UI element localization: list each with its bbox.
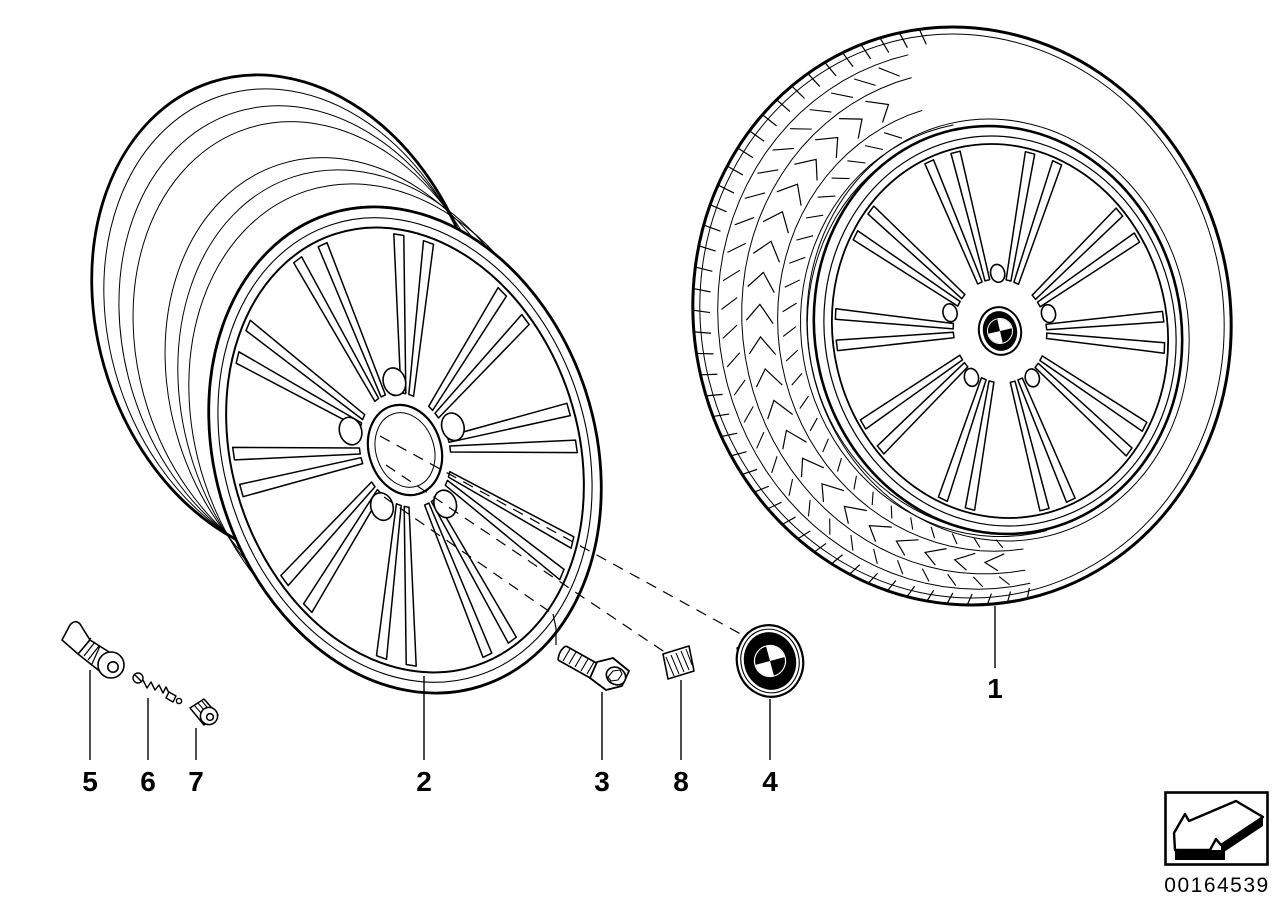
callout-4: 4 [762,766,778,797]
callout-7: 7 [188,766,204,797]
callout-6: 6 [140,766,156,797]
assembly-axis-lines [379,435,749,658]
stamp-box [1164,791,1269,866]
balance-weight-drawing [662,645,695,680]
hub-cap-drawing [735,624,805,698]
corner-arrow-icon [1172,799,1265,860]
valve-cap-drawing [189,698,219,726]
axis-line-to-hub-cap [379,435,749,639]
bolt-axis-elbow [552,613,557,645]
stamp-number: 00164539 [1164,874,1270,897]
callout-8: 8 [673,766,689,797]
callout-2: 2 [416,766,432,797]
wheel-bolt-drawing [557,645,630,691]
callout-1: 1 [987,673,1003,704]
alloy-rim-drawing [90,73,603,695]
wheel-with-tire-drawing [691,25,1233,607]
callout-leader-lines [89,606,996,760]
axis-line-to-balance-weight [385,464,673,658]
valve-insert-drawing [132,672,183,705]
tire-valve-drawing [61,620,125,679]
bmw-roundel-icon [753,644,787,678]
callout-5: 5 [82,766,98,797]
callout-3: 3 [594,766,610,797]
axis-line-to-wheel-bolt [383,496,554,615]
